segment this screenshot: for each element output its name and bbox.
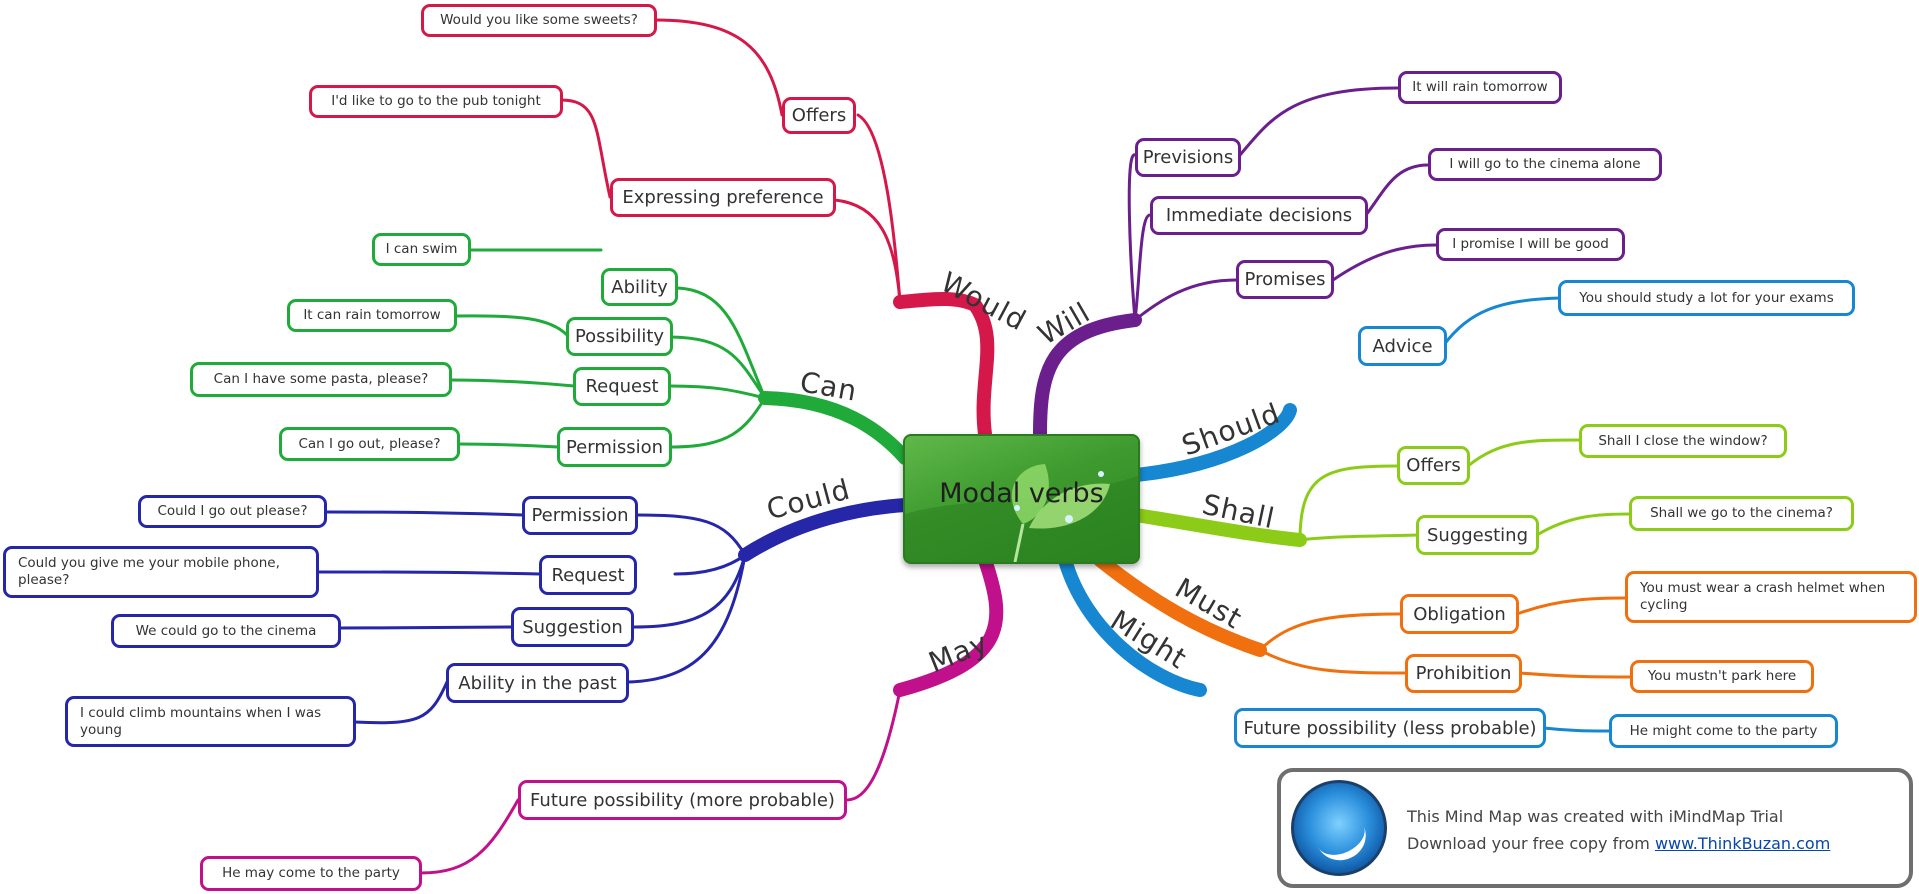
link-can-possibility-ex bbox=[453, 314, 569, 337]
example-can-possibility[interactable]: It can rain tomorrow bbox=[287, 299, 457, 332]
link-must-oblig bbox=[1258, 612, 1402, 652]
link-would-pref-ex bbox=[559, 98, 612, 199]
example-should-advice[interactable]: You should study a lot for your exams bbox=[1558, 280, 1855, 316]
topic-shall-suggesting[interactable]: Suggesting bbox=[1416, 515, 1539, 555]
thinkbuzan-link[interactable]: www.ThinkBuzan.com bbox=[1654, 834, 1831, 853]
leaf-icon bbox=[905, 464, 1138, 562]
topic-could-past[interactable]: Ability in the past bbox=[446, 663, 629, 703]
topic-shall-offers[interactable]: Offers bbox=[1397, 446, 1470, 485]
example-would-offers[interactable]: Would you like some sweets? bbox=[421, 4, 657, 37]
topic-will-immediate[interactable]: Immediate decisions bbox=[1150, 196, 1368, 235]
link-could-req-ex bbox=[316, 570, 542, 576]
example-may-future[interactable]: He may come to the party bbox=[200, 856, 422, 891]
branch-must-curve bbox=[1093, 553, 1267, 657]
topic-could-suggestion[interactable]: Suggestion bbox=[511, 607, 634, 647]
topic-should-advice[interactable]: Advice bbox=[1358, 326, 1447, 366]
link-will-prom-ex bbox=[1331, 243, 1438, 282]
example-could-past[interactable]: I could climb mountains when I was young bbox=[65, 696, 356, 747]
link-shall-offers bbox=[1298, 464, 1402, 542]
topic-will-promises[interactable]: Promises bbox=[1236, 260, 1334, 299]
example-can-request[interactable]: Can I have some pasta, please? bbox=[190, 362, 452, 397]
link-must-oblig-ex bbox=[1515, 596, 1628, 616]
link-might-future-ex bbox=[1542, 726, 1612, 733]
link-can-possibility bbox=[669, 335, 767, 400]
example-shall-offers[interactable]: Shall I close the window? bbox=[1579, 424, 1787, 458]
link-may-future bbox=[844, 688, 902, 802]
topic-must-prohibition[interactable]: Prohibition bbox=[1405, 654, 1522, 693]
topic-must-obligation[interactable]: Obligation bbox=[1400, 594, 1519, 634]
trial-notice-line2: Download your free copy from www.ThinkBu… bbox=[1407, 834, 1830, 853]
link-will-imm bbox=[1133, 213, 1152, 322]
imindmap-logo-icon bbox=[1291, 780, 1387, 876]
link-can-permission bbox=[668, 396, 767, 449]
link-can-request-ex bbox=[448, 378, 576, 388]
topic-might-future[interactable]: Future possibility (less probable) bbox=[1234, 708, 1546, 748]
example-can-permission[interactable]: Can I go out, please? bbox=[279, 427, 460, 461]
link-would-offers-ex bbox=[653, 18, 784, 117]
topic-would-pref[interactable]: Expressing preference bbox=[610, 178, 836, 217]
link-could-sugg-ex bbox=[338, 625, 514, 630]
example-could-suggestion[interactable]: We could go to the cinema bbox=[111, 614, 341, 648]
trial-notice: This Mind Map was created with iMindMap … bbox=[1277, 768, 1913, 888]
central-topic[interactable]: Modal verbs bbox=[903, 434, 1140, 564]
branch-could-curve bbox=[738, 498, 912, 562]
example-could-request[interactable]: Could you give me your mobile phone, ple… bbox=[3, 546, 319, 598]
trial-notice-prefix: Download your free copy from bbox=[1407, 834, 1655, 853]
branch-shall-curve bbox=[1129, 508, 1307, 547]
example-will-immediate[interactable]: I will go to the cinema alone bbox=[1428, 148, 1662, 181]
link-shall-sugg bbox=[1298, 533, 1420, 542]
link-could-perm bbox=[634, 513, 747, 557]
link-would-pref bbox=[833, 198, 902, 304]
link-should-advice-ex bbox=[1441, 296, 1562, 348]
topic-could-permission[interactable]: Permission bbox=[522, 496, 638, 535]
trial-notice-line1: This Mind Map was created with iMindMap … bbox=[1407, 807, 1784, 826]
branch-can-curve bbox=[758, 391, 912, 465]
link-will-prev-ex bbox=[1238, 86, 1400, 157]
topic-can-possibility[interactable]: Possibility bbox=[566, 317, 673, 356]
example-could-permission[interactable]: Could I go out please? bbox=[138, 495, 327, 528]
link-will-imm-ex bbox=[1364, 163, 1430, 217]
link-can-permission-ex bbox=[456, 442, 560, 449]
example-might-future[interactable]: He might come to the party bbox=[1609, 714, 1838, 748]
example-would-pref[interactable]: I'd like to go to the pub tonight bbox=[309, 85, 563, 118]
link-could-past bbox=[626, 553, 747, 684]
link-can-ability bbox=[675, 286, 767, 400]
topic-can-request[interactable]: Request bbox=[573, 367, 671, 406]
example-will-promises[interactable]: I promise I will be good bbox=[1436, 228, 1625, 261]
branch-should-curve bbox=[1129, 403, 1297, 482]
link-will-prev bbox=[1127, 153, 1137, 322]
topic-will-previsions[interactable]: Previsions bbox=[1135, 138, 1241, 177]
topic-could-request[interactable]: Request bbox=[539, 555, 637, 595]
link-could-past-ex bbox=[352, 680, 449, 725]
link-may-future-ex bbox=[419, 798, 520, 875]
example-must-prohibition[interactable]: You mustn't park here bbox=[1630, 660, 1814, 693]
example-shall-suggesting[interactable]: Shall we go to the cinema? bbox=[1629, 496, 1854, 531]
link-will-prom bbox=[1133, 278, 1238, 322]
link-could-req bbox=[673, 553, 747, 576]
example-can-ability[interactable]: I can swim bbox=[372, 233, 471, 266]
link-can-request bbox=[668, 384, 767, 400]
example-will-previsions[interactable]: It will rain tomorrow bbox=[1398, 71, 1562, 104]
link-could-perm-ex bbox=[324, 510, 525, 517]
branch-would-curve bbox=[893, 291, 995, 441]
example-must-obligation[interactable]: You must wear a crash helmet when cyclin… bbox=[1625, 571, 1917, 623]
topic-can-permission[interactable]: Permission bbox=[557, 427, 672, 467]
topic-can-ability[interactable]: Ability bbox=[601, 268, 678, 306]
branch-will-curve bbox=[1033, 313, 1142, 441]
link-must-prohib bbox=[1258, 648, 1408, 675]
link-shall-sugg-ex bbox=[1535, 512, 1632, 537]
branch-may-curve bbox=[893, 553, 1004, 697]
branch-might-curve bbox=[1058, 553, 1207, 697]
link-must-prohib-ex bbox=[1518, 671, 1634, 679]
topic-may-future[interactable]: Future possibility (more probable) bbox=[518, 780, 847, 820]
central-topic-title: Modal verbs bbox=[939, 478, 1104, 509]
topic-would-offers[interactable]: Offers bbox=[782, 97, 856, 134]
link-could-sugg bbox=[632, 553, 747, 629]
link-shall-offers-ex bbox=[1466, 438, 1582, 468]
